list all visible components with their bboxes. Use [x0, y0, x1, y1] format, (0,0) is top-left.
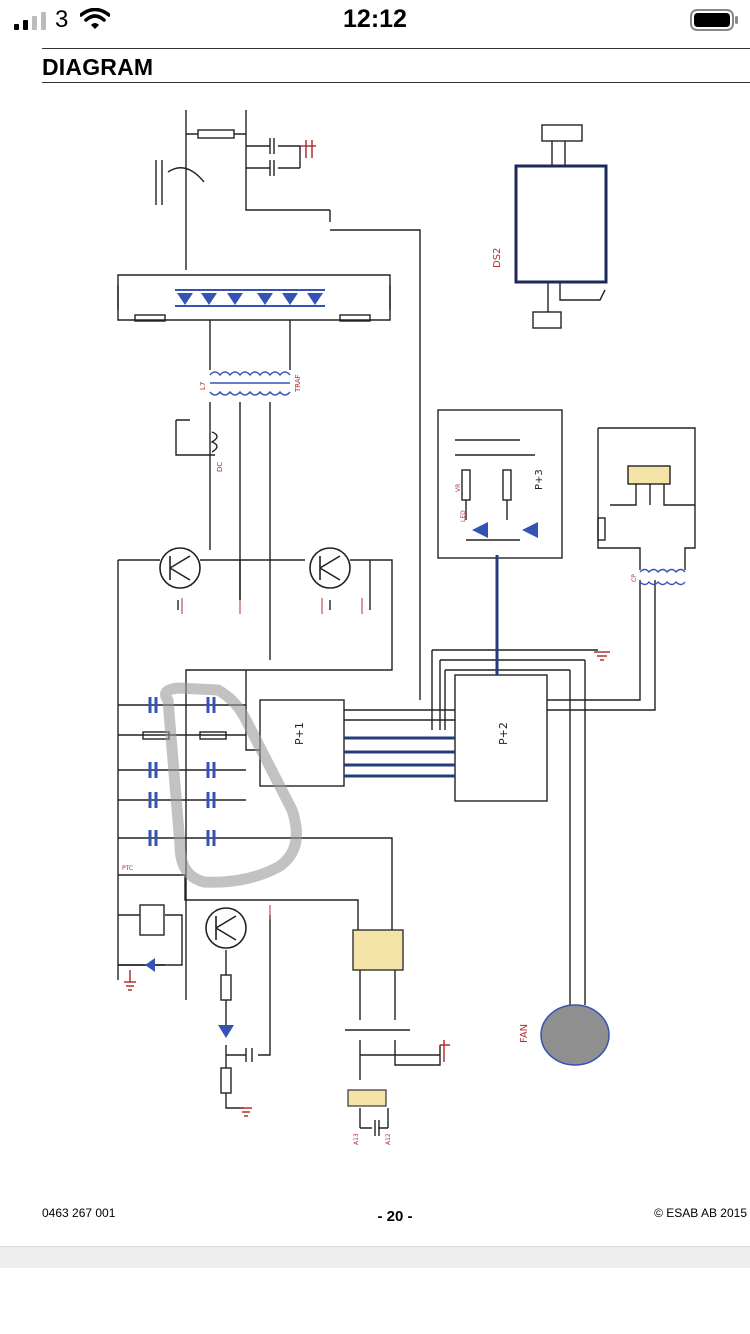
l7-label: L7	[199, 382, 207, 390]
pcb3-label: P+3	[534, 469, 545, 490]
tr-label: TRAF	[294, 374, 302, 393]
highlight-loop	[160, 682, 302, 888]
cellular-signal-icon	[14, 12, 46, 30]
ptc-label: PTC	[122, 865, 133, 872]
footer-page-number: - 20 -	[377, 1208, 413, 1225]
document-page: DIAGRAM	[0, 40, 750, 1246]
footer-copyright: © ESAB AB 2015	[654, 1206, 747, 1220]
wifi-icon	[80, 8, 110, 29]
fan-label: FAN	[519, 1024, 530, 1043]
page-separator	[0, 1246, 750, 1269]
dc-label: DC	[216, 462, 224, 472]
header-rule-bottom	[42, 82, 750, 83]
section-title: DIAGRAM	[42, 54, 154, 80]
a13-label: A13	[353, 1133, 360, 1145]
fan-symbol	[540, 1004, 610, 1066]
pcb2-label: P+2	[497, 722, 510, 745]
carrier-label: 3	[55, 6, 69, 33]
led-label: LED	[460, 510, 467, 522]
header-rule-top	[42, 48, 750, 49]
clock: 12:12	[343, 5, 407, 33]
ds2-label: DS2	[492, 248, 503, 268]
wiring-diagram: P+1 P+2 P+3 DS2 FAN L7 TRAF DC VR LED CP…	[117, 110, 696, 1145]
display-ds2-outline	[514, 164, 608, 284]
relay-block	[352, 929, 404, 971]
cp-label: CP	[631, 574, 638, 582]
battery-icon	[690, 9, 738, 31]
vr-label: VR	[455, 484, 462, 492]
footer-doc-number: 0463 267 001	[42, 1206, 116, 1220]
status-bar: 3 12:12	[0, 0, 750, 40]
next-page-area[interactable]	[0, 1268, 750, 1334]
a12-label: A12	[385, 1133, 392, 1145]
pcb1-label: P+1	[293, 722, 306, 745]
